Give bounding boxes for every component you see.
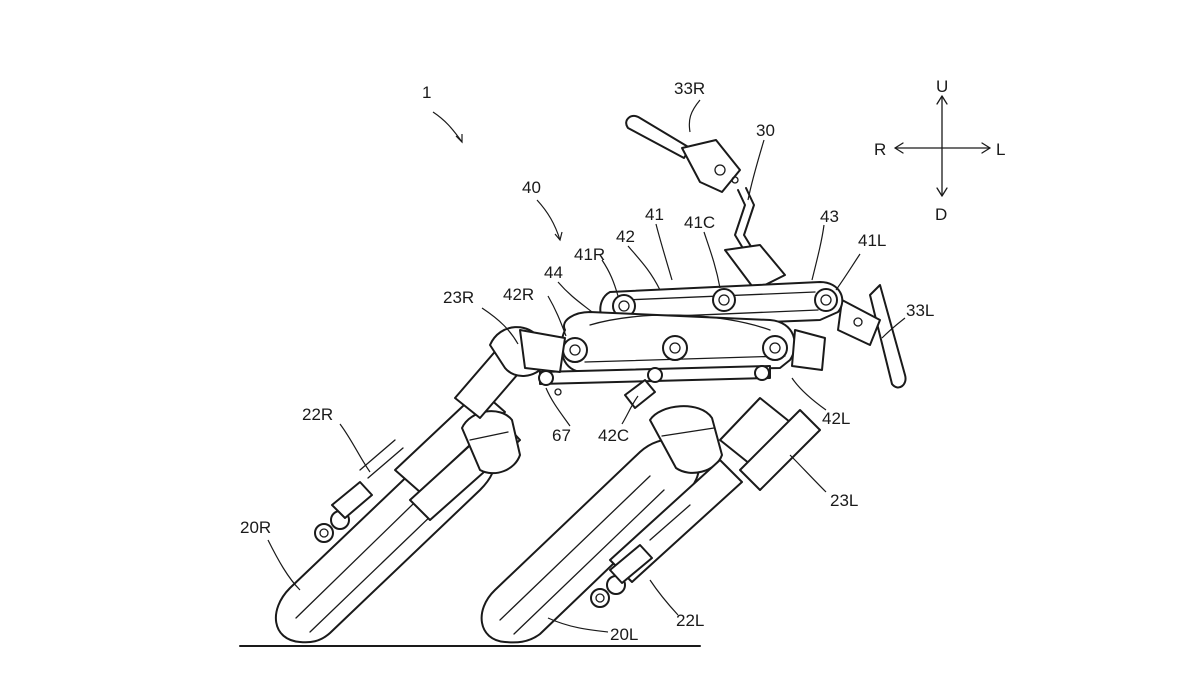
direction-compass: U D R L bbox=[874, 77, 1005, 224]
label-20r: 20R bbox=[240, 518, 271, 537]
label-42c: 42C bbox=[598, 426, 629, 445]
wheel-20l bbox=[480, 397, 821, 644]
arrow-down-icon bbox=[936, 187, 948, 197]
label-23l: 23L bbox=[830, 491, 858, 510]
handlebar-assembly bbox=[625, 114, 907, 389]
compass-up: U bbox=[936, 77, 948, 96]
label-22l: 22L bbox=[676, 611, 704, 630]
lower-cross-member-42 bbox=[519, 311, 826, 409]
label-67: 67 bbox=[552, 426, 571, 445]
label-41r: 41R bbox=[574, 245, 605, 264]
label-41c: 41C bbox=[684, 213, 715, 232]
compass-down: D bbox=[935, 205, 947, 224]
label-42r: 42R bbox=[503, 285, 534, 304]
label-33r: 33R bbox=[674, 79, 705, 98]
label-42: 42 bbox=[616, 227, 635, 246]
label-1: 1 bbox=[422, 83, 431, 102]
label-44: 44 bbox=[544, 263, 563, 282]
arrow-up-icon bbox=[936, 95, 948, 105]
label-30: 30 bbox=[756, 121, 775, 140]
label-43: 43 bbox=[820, 207, 839, 226]
label-42l: 42L bbox=[822, 409, 850, 428]
label-40: 40 bbox=[522, 178, 541, 197]
label-41l: 41L bbox=[858, 231, 886, 250]
leader-lines bbox=[267, 99, 906, 633]
label-33l: 33L bbox=[906, 301, 934, 320]
compass-left: L bbox=[996, 140, 1005, 159]
compass-right: R bbox=[874, 140, 886, 159]
wheel-20r bbox=[274, 326, 546, 644]
arrow-right-icon bbox=[981, 142, 991, 154]
arrow-left-icon bbox=[894, 142, 904, 154]
label-22r: 22R bbox=[302, 405, 333, 424]
reference-labels: 1 40 33R 30 41 41C 42 41R 44 42R 43 41L … bbox=[240, 79, 934, 644]
label-20l: 20L bbox=[610, 625, 638, 644]
label-41: 41 bbox=[645, 205, 664, 224]
label-23r: 23R bbox=[443, 288, 474, 307]
